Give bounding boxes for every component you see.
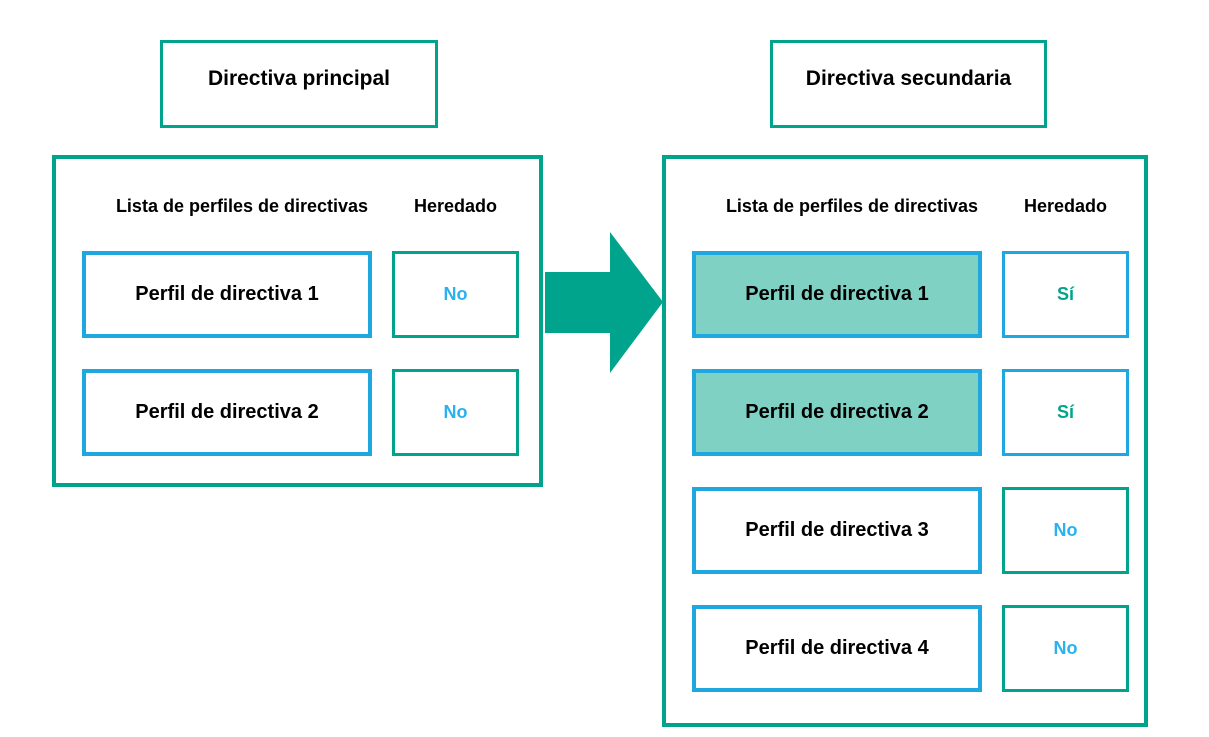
main-policy-panel: Lista de perfiles de directivas Heredado… [52, 155, 543, 487]
main-inherited-column-header: Heredado [413, 196, 498, 216]
inherited-badge: Sí [1002, 251, 1129, 338]
inherited-value: No [1053, 520, 1078, 540]
profile-label: Perfil de directiva 3 [745, 519, 929, 541]
main-policy-title-box: Directiva principal [160, 40, 438, 128]
profile-box-inherited: Perfil de directiva 2 [692, 369, 982, 456]
secondary-policy-title: Directiva secundaria [805, 67, 1012, 90]
inherited-badge: No [1002, 605, 1129, 692]
profile-box: Perfil de directiva 1 [82, 251, 372, 338]
secondary-profiles-column-header: Lista de perfiles de directivas [725, 196, 979, 216]
inherited-value: No [443, 284, 468, 304]
profile-label: Perfil de directiva 2 [135, 401, 319, 423]
main-profiles-column-header: Lista de perfiles de directivas [115, 196, 369, 216]
profile-label: Perfil de directiva 1 [745, 283, 929, 305]
profile-label: Perfil de directiva 1 [135, 283, 319, 305]
profile-box-inherited: Perfil de directiva 1 [692, 251, 982, 338]
inherited-value: Sí [1056, 284, 1074, 304]
profile-box: Perfil de directiva 2 [82, 369, 372, 456]
inherited-badge: No [392, 369, 519, 456]
profile-label: Perfil de directiva 4 [745, 637, 929, 659]
inherited-badge: Sí [1002, 369, 1129, 456]
main-policy-title: Directiva principal [207, 67, 391, 90]
inherited-value: No [1053, 638, 1078, 658]
right-arrow-icon [545, 232, 663, 373]
secondary-policy-panel: Lista de perfiles de directivas Heredado… [662, 155, 1148, 727]
inherited-badge: No [1002, 487, 1129, 574]
inherited-badge: No [392, 251, 519, 338]
inherited-value: Sí [1056, 402, 1074, 422]
secondary-inherited-column-header: Heredado [1023, 196, 1108, 216]
secondary-policy-title-box: Directiva secundaria [770, 40, 1047, 128]
profile-label: Perfil de directiva 2 [745, 401, 929, 423]
profile-box: Perfil de directiva 4 [692, 605, 982, 692]
inherited-value: No [443, 402, 468, 422]
profile-box: Perfil de directiva 3 [692, 487, 982, 574]
